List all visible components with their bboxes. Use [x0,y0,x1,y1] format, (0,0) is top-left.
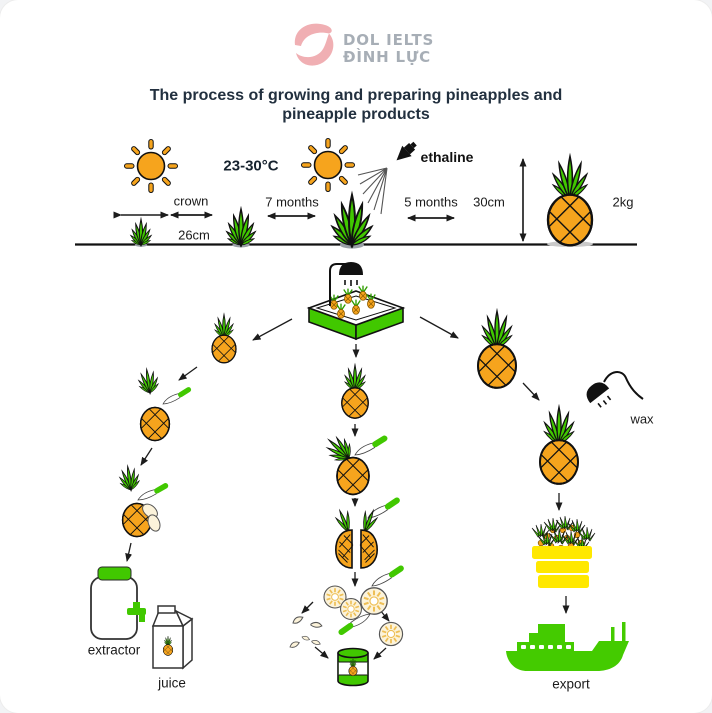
decrown-step-middle [321,431,391,503]
pineapple-slice [359,586,389,616]
pineapple-crate [531,515,596,588]
arrow-left-1 [178,366,198,381]
arrow-left-2 [140,447,153,466]
plant-medium [226,209,257,248]
knife-icon [135,481,171,502]
plant-large [331,195,374,249]
decrown-step-left [129,368,194,449]
diagram-title-line-1: The process of growing and preparing pin… [149,87,563,104]
arrow-to-left-branch [252,318,293,341]
pineapple-washed-left [202,314,245,369]
pineapple-washed-middle [331,365,379,426]
knife-icon [368,563,408,588]
brand-line-2: ĐÌNH LỰC [343,48,431,66]
spray-lines [357,167,388,215]
wash-tray [306,284,406,341]
spray-nozzle-icon [357,141,417,215]
arrow-left-3 [125,542,133,562]
halving-step [335,495,404,568]
juice-carton [151,605,194,670]
export-label: export [552,676,590,692]
wax-label: wax [630,411,654,427]
pineapple-half-left [335,510,353,568]
juice-label: juice [158,675,186,691]
shower-icon [329,262,363,306]
pineapple-chunks [288,615,323,649]
arrow-to-right-branch [419,316,459,339]
plant-small [130,219,152,247]
stage2-duration-label: 7 months [265,194,319,210]
knife-icon [351,433,391,457]
fruit-weight-label: 2kg [612,194,634,210]
wax-shower-icon [586,371,644,408]
pineapple-washed-right [463,311,531,398]
temperature-label: 23-30°C [223,157,279,175]
diagram-title-line-2: pineapple products [282,106,430,123]
peel-step-left [111,465,171,545]
slicing-step [323,563,408,647]
tap-icon [127,602,146,622]
sun-icon [124,139,178,193]
pineapple-grown [530,156,609,257]
dol-logo-mark [294,23,334,66]
arrow-ring-to-can [373,647,387,660]
ship-windows [521,645,571,649]
crown-size-label: 26cm [178,227,210,243]
knife-icon [159,385,194,406]
canned-pineapple [337,647,369,687]
stage3-duration-label: 5 months [404,194,458,210]
ethaline-label: ethaline [420,149,474,165]
brand-line-1: DOL IELTS [343,31,435,49]
arrow-right-1 [522,382,540,401]
pineapple-half-right [360,510,378,568]
sun-icon [301,138,355,192]
pineapple-slice [378,621,404,647]
fruit-height-label: 30cm [473,194,505,210]
pineapple-slice [339,597,363,621]
pineapple-waxed [525,407,593,494]
extractor-label: extractor [87,642,141,658]
arrow-to-chunks [301,601,314,614]
crown-label: crown [173,193,209,209]
export-ship [506,622,629,671]
arrow-chunks-to-can [314,646,329,659]
extractor-jar [90,566,146,640]
peel-pieces [142,503,161,532]
